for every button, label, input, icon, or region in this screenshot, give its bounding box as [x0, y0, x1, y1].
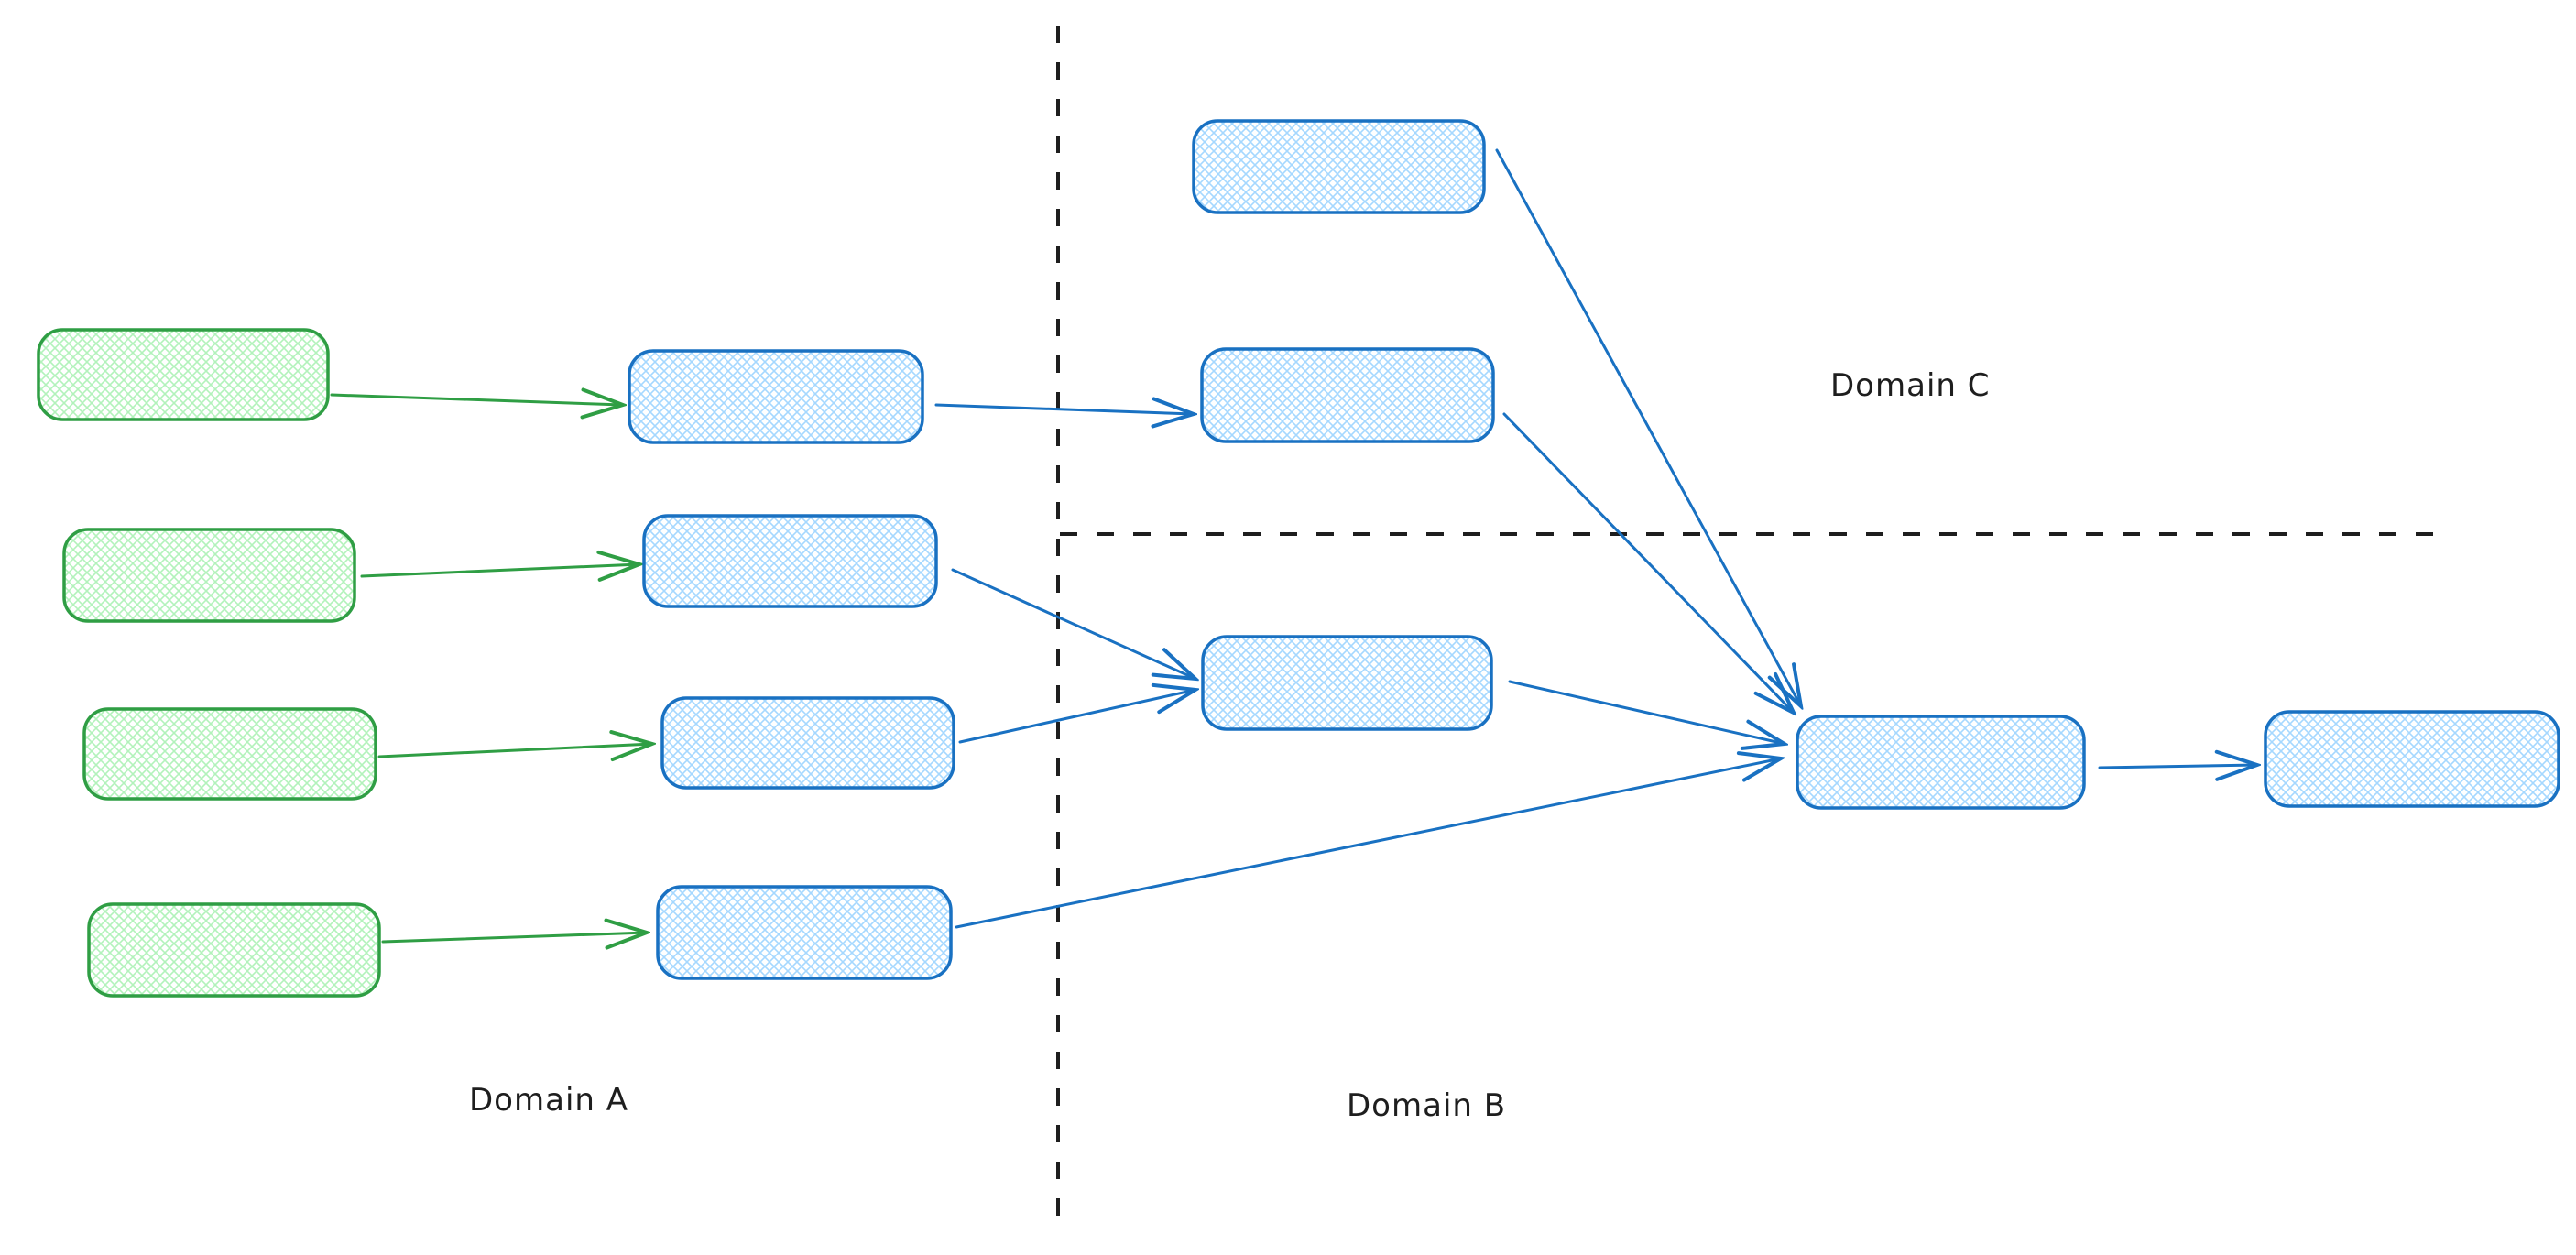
edge-b1-c1[interactable]	[1502, 412, 1794, 713]
node-blue-b1[interactable]	[1200, 347, 1495, 443]
edge-c1-right[interactable]	[2098, 765, 2257, 768]
node-green-1[interactable]	[37, 328, 330, 421]
label-domain-c[interactable]: Domain C	[1830, 367, 1990, 404]
node-green-2[interactable]	[62, 528, 356, 623]
label-domain-a[interactable]: Domain A	[469, 1082, 628, 1119]
node-blue-right[interactable]	[2264, 710, 2560, 808]
node-blue-a1[interactable]	[628, 349, 924, 444]
edge-layer	[330, 148, 2257, 942]
edge-top-c1[interactable]	[1495, 148, 1801, 706]
edge-a3-b2[interactable]	[958, 690, 1195, 744]
node-blue-c1[interactable]	[1796, 715, 2086, 810]
label-layer: Domain A Domain B Domain C	[469, 367, 1990, 1124]
edge-g1-a1[interactable]	[330, 395, 623, 405]
node-blue-a4[interactable]	[656, 885, 953, 980]
node-blue-top[interactable]	[1192, 119, 1486, 214]
node-layer	[37, 119, 2560, 998]
edge-g2-a2[interactable]	[360, 564, 639, 576]
node-blue-a3[interactable]	[660, 696, 955, 790]
edge-b2-c1[interactable]	[1508, 680, 1785, 744]
edge-a4-c1[interactable]	[955, 758, 1781, 929]
edge-a1-b1[interactable]	[934, 405, 1194, 414]
node-green-4[interactable]	[87, 902, 381, 998]
node-blue-a2[interactable]	[642, 514, 938, 608]
edge-a2-b2[interactable]	[951, 568, 1195, 679]
edge-g3-a3[interactable]	[377, 744, 652, 757]
node-blue-b2[interactable]	[1201, 635, 1493, 731]
edge-g4-a4[interactable]	[381, 933, 647, 942]
divider-layer	[1056, 26, 2446, 1235]
label-domain-b[interactable]: Domain B	[1347, 1087, 1506, 1124]
node-green-3[interactable]	[82, 707, 377, 801]
